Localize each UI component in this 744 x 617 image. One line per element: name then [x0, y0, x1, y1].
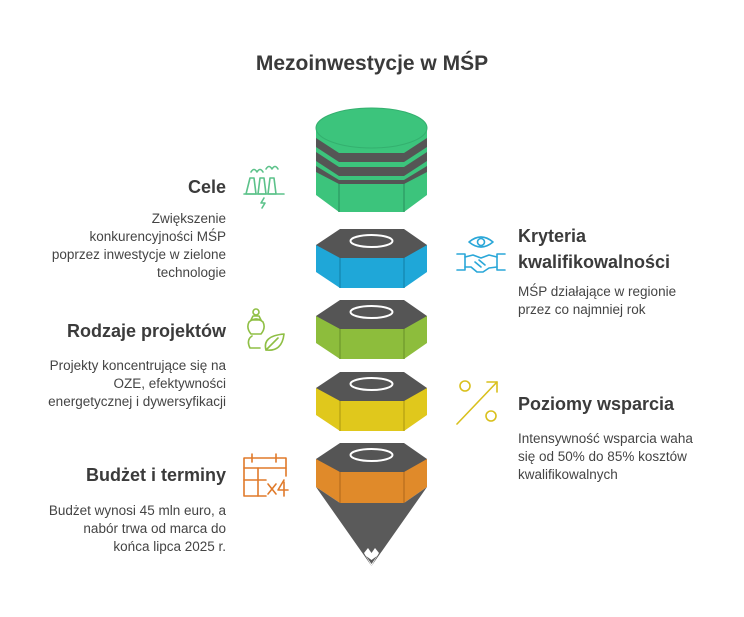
lightbulb-leaf-icon	[247, 308, 285, 351]
budzet-line-2: nabór trwa od marca do	[83, 521, 226, 536]
poziomy-line-1: Intensywność wsparcia waha	[518, 431, 693, 446]
handshake-eye-icon	[456, 236, 506, 273]
page-title: Mezoinwestycje w MŚP	[255, 52, 489, 75]
budzet-heading: Budżet i terminy	[85, 465, 226, 485]
kryteria-heading: Kryteria kwalifikowalności	[518, 223, 670, 275]
budzet-line-1: Budżet wynosi 45 mln euro, a	[48, 503, 226, 518]
poziomy-line-2: się od 50% do 85% kosztów	[518, 449, 687, 464]
calendar-icon	[243, 453, 289, 497]
cele-line-3: poprzez inwestycje w zielone	[51, 247, 226, 262]
poziomy-description: Intensywność wsparcia waha się od 50% do…	[518, 430, 693, 484]
cele-line-1: Zwiększenie	[151, 211, 226, 226]
factory-energy-icon	[243, 165, 285, 209]
kryteria-heading-line-1: Kryteria	[518, 226, 587, 246]
rodzaje-description: Projekty koncentrujące się na OZE, efekt…	[48, 357, 226, 411]
poziomy-line-3: kwalifikowalnych	[518, 467, 618, 482]
lime-hex-segment	[316, 300, 427, 359]
green-cylinder-segment	[315, 107, 428, 212]
yellow-hex-segment	[316, 372, 427, 431]
rodzaje-line-1: Projekty koncentrujące się na	[49, 358, 226, 373]
cele-heading: Cele	[187, 177, 226, 197]
kryteria-description: MŚP działające w regionie przez co najmn…	[518, 283, 676, 319]
percent-icon	[456, 380, 498, 425]
cele-line-4: technologie	[156, 265, 226, 280]
rodzaje-line-3: energetycznej i dywersyfikacji	[48, 394, 226, 409]
rodzaje-heading: Rodzaje projektów	[66, 321, 226, 341]
blue-hex-segment	[316, 229, 427, 288]
kryteria-line-2: przez co najmniej rok	[518, 302, 646, 317]
budzet-description: Budżet wynosi 45 mln euro, a nabór trwa …	[49, 502, 226, 556]
rodzaje-line-2: OZE, efektywności	[113, 376, 226, 391]
budzet-line-3: końca lipca 2025 r.	[113, 539, 226, 554]
kryteria-line-1: MŚP działające w regionie	[518, 284, 677, 299]
cele-line-2: konkurencyjności MŚP	[89, 229, 226, 244]
kryteria-heading-line-2: kwalifikowalności	[518, 252, 671, 272]
poziomy-heading: Poziomy wsparcia	[518, 394, 675, 414]
orange-hex-segment	[316, 443, 427, 503]
cele-description: Zwiększenie konkurencyjności MŚP poprzez…	[52, 210, 226, 282]
cone-tip	[316, 487, 427, 566]
